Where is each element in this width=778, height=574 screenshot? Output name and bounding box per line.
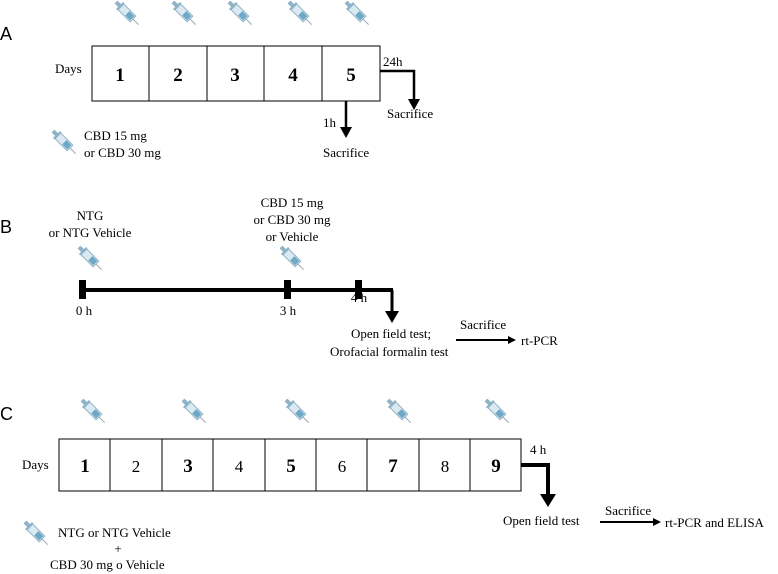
arrow-to-rtpcr bbox=[456, 336, 516, 344]
legend-line-1: NTG or NTG Vehicle bbox=[58, 525, 171, 540]
day-cell: 4 bbox=[288, 65, 298, 86]
cbd-label-line-2: or CBD 30 mg bbox=[254, 212, 331, 227]
syringe-icon bbox=[178, 395, 210, 427]
legend-line-3: CBD 30 mg o Vehicle bbox=[50, 557, 165, 572]
panel-c-letter: C bbox=[0, 404, 13, 424]
day-cell: 3 bbox=[183, 456, 193, 477]
ntg-label-line-2: or NTG Vehicle bbox=[49, 225, 132, 240]
syringe-icon bbox=[77, 395, 109, 427]
ntg-label-line-1: NTG bbox=[77, 208, 104, 223]
syringe-icon bbox=[168, 0, 200, 29]
panel-b: B NTG or NTG Vehicle CBD 15 mg or CBD 30… bbox=[0, 195, 558, 359]
day-cell: 5 bbox=[286, 456, 296, 477]
syringe-icon bbox=[284, 0, 316, 29]
days-label: Days bbox=[22, 457, 49, 472]
legend-line-1: CBD 15 mg bbox=[84, 128, 147, 143]
rtpcr-elisa-label: rt-PCR and ELISA bbox=[665, 515, 765, 530]
arrow-1h bbox=[340, 101, 352, 138]
day-cell: 2 bbox=[173, 65, 183, 86]
syringe-icon bbox=[74, 242, 106, 274]
syringe-icon bbox=[224, 0, 256, 29]
day-boxes: 1 2 3 4 5 6 7 8 9 bbox=[58, 438, 522, 492]
day-boxes: 1 2 3 4 5 bbox=[91, 45, 381, 102]
time-4h: 4 h bbox=[351, 290, 368, 305]
label-4h: 4 h bbox=[530, 442, 547, 457]
sacrifice-24h-label: Sacrifice bbox=[387, 106, 433, 121]
day-cell: 1 bbox=[115, 65, 125, 86]
sacrifice-label: Sacrifice bbox=[605, 503, 651, 518]
sacrifice-label: Sacrifice bbox=[460, 317, 506, 332]
syringe-icon bbox=[341, 0, 373, 29]
cbd-label-line-1: CBD 15 mg bbox=[261, 195, 324, 210]
open-field-test-label: Open field test bbox=[503, 513, 580, 528]
syringe-icon bbox=[276, 242, 308, 274]
test-line-1: Open field test; bbox=[351, 326, 431, 341]
legend-line-2: or CBD 30 mg bbox=[84, 145, 161, 160]
day-cell: 4 bbox=[235, 457, 244, 476]
syringe-icon bbox=[48, 126, 80, 158]
label-24h: 24h bbox=[383, 54, 403, 69]
cbd-label-line-3: or Vehicle bbox=[266, 229, 319, 244]
syringe-icon bbox=[111, 0, 143, 29]
panel-c: C Days 1 2 3 4 5 6 7 8 9 bbox=[0, 395, 765, 572]
time-3h: 3 h bbox=[280, 303, 297, 318]
day-cell: 6 bbox=[338, 457, 347, 476]
test-line-2: Orofacial formalin test bbox=[330, 344, 449, 359]
syringe-icon bbox=[281, 395, 313, 427]
day-cell: 8 bbox=[441, 457, 450, 476]
day-cell: 9 bbox=[491, 456, 501, 477]
panel-a-letter: A bbox=[0, 24, 12, 44]
arrow-to-result bbox=[600, 518, 661, 526]
label-1h: 1h bbox=[323, 115, 337, 130]
day-cell: 2 bbox=[132, 457, 141, 476]
arrow-24h bbox=[380, 69, 420, 110]
timeline-axis bbox=[79, 280, 399, 323]
day-cell: 1 bbox=[80, 456, 90, 477]
legend-plus: + bbox=[114, 541, 121, 556]
panel-a: A Days 1 2 3 4 5 24h Sacrifice bbox=[0, 0, 433, 160]
panel-b-letter: B bbox=[0, 217, 12, 237]
syringe-icon bbox=[20, 517, 52, 549]
time-0h: 0 h bbox=[76, 303, 93, 318]
days-label: Days bbox=[55, 61, 82, 76]
rtpcr-label: rt-PCR bbox=[521, 333, 558, 348]
day-cell: 5 bbox=[346, 65, 356, 86]
syringe-icon bbox=[481, 395, 513, 427]
syringe-icon bbox=[383, 395, 415, 427]
day-cell: 3 bbox=[230, 65, 240, 86]
sacrifice-1h-label: Sacrifice bbox=[323, 145, 369, 160]
arrow-4h bbox=[521, 463, 556, 507]
day-cell: 7 bbox=[388, 456, 398, 477]
